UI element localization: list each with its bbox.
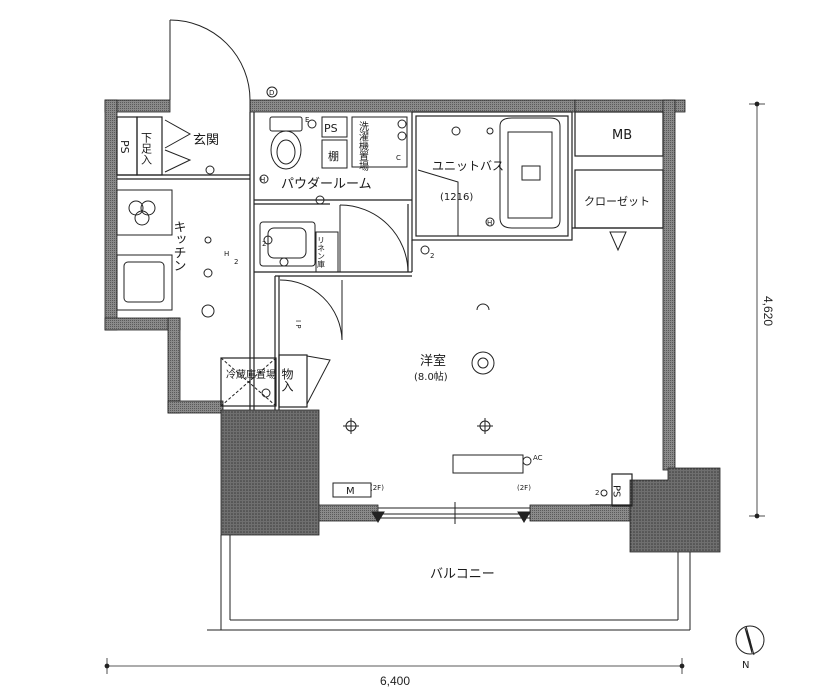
fridge-label: 冷蔵庫置場 bbox=[226, 368, 276, 381]
exterior-walls bbox=[104, 99, 686, 522]
depth-dimension: 4,620 bbox=[761, 296, 775, 326]
room-labels: PS 下足入 玄関 キッチン パウダールーム PS 棚 洗濯機置場 ユニットバス… bbox=[118, 121, 650, 582]
unit-bath-size: (1216) bbox=[440, 192, 473, 203]
linen-label: リネン庫 bbox=[317, 236, 326, 269]
closet-label: クローゼット bbox=[584, 195, 650, 208]
columns bbox=[220, 409, 721, 553]
ps-toilet-label: PS bbox=[324, 122, 338, 135]
d-mark: D bbox=[269, 89, 274, 97]
fixtures bbox=[116, 86, 627, 523]
mb-label: MB bbox=[612, 128, 632, 143]
two-mark-bath: 2 bbox=[430, 252, 434, 260]
storage-label: 物入 bbox=[280, 368, 294, 392]
interior-walls bbox=[116, 111, 664, 507]
two-f-left: (2F) bbox=[370, 484, 384, 492]
e-mark: E bbox=[305, 116, 309, 124]
ac-mark: AC bbox=[533, 454, 543, 462]
kitchen-label: キッチン bbox=[171, 220, 186, 272]
two-f-right: (2F) bbox=[517, 484, 531, 492]
two-mark-kitchen: 2 bbox=[234, 258, 238, 266]
balcony-outline bbox=[207, 535, 691, 631]
two-mark-balcony: 2 bbox=[595, 489, 599, 497]
symbol-labels: H H H D E C I P AC (2F) (2F) 2 2 2 2 bbox=[224, 89, 599, 497]
shelf-label: 棚 bbox=[328, 149, 339, 163]
h-mark-kitchen: H bbox=[224, 250, 229, 258]
washer-label: 洗濯機置場 bbox=[357, 121, 369, 172]
h-mark-bath: H bbox=[487, 219, 492, 227]
width-dimension: 6,400 bbox=[380, 674, 410, 687]
doors bbox=[164, 19, 459, 405]
h-mark-entry: H bbox=[260, 176, 265, 184]
shoe-box-label: 下足入 bbox=[140, 132, 153, 165]
powder-room-label: パウダールーム bbox=[281, 177, 372, 192]
unit-bath-label: ユニットバス bbox=[432, 159, 504, 173]
genkan-label: 玄関 bbox=[193, 133, 219, 148]
two-mark-powder: 2 bbox=[262, 240, 266, 248]
western-room-label: 洋室 bbox=[420, 353, 446, 369]
window bbox=[378, 502, 530, 524]
ps-balcony-label: PS bbox=[611, 485, 622, 497]
compass-north-label: N bbox=[742, 660, 749, 671]
meter-label: M bbox=[346, 486, 355, 497]
western-room-size: (8.0帖) bbox=[414, 370, 448, 383]
c-mark: C bbox=[396, 154, 401, 162]
dimension-lines bbox=[104, 101, 765, 674]
compass-icon bbox=[735, 625, 765, 656]
ps-entry-label: PS bbox=[118, 140, 131, 154]
balcony-label: バルコニー bbox=[430, 567, 495, 582]
ip-mark: I P bbox=[294, 320, 302, 329]
